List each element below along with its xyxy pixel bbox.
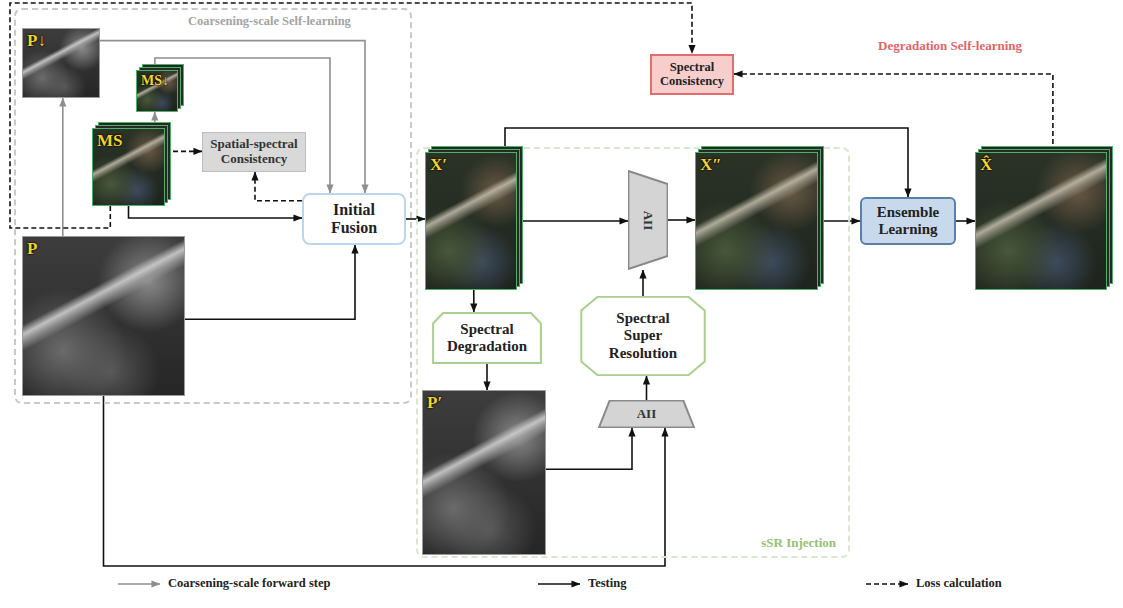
text-holder: Spectral Super Resolution	[596, 310, 690, 362]
legend-text: Testing	[588, 576, 626, 591]
image-panel: P′	[422, 390, 546, 555]
text-holder: Initial Fusion	[308, 201, 400, 238]
region-title: Coarsening-scale Self-learning	[188, 14, 351, 28]
connector	[734, 74, 1053, 152]
shape-fill	[433, 313, 541, 363]
image-stack: X̂	[975, 152, 1107, 290]
injection-trapezoid: AII	[628, 170, 668, 270]
connector	[818, 220, 860, 222]
process-shape: Spectral Super Resolution	[580, 296, 706, 376]
box-label: Spectral Super Resolution	[596, 310, 690, 362]
connector	[165, 151, 202, 153]
connector	[646, 376, 648, 400]
region-title: sSR Injection	[761, 536, 836, 551]
image-panel: P↓	[22, 28, 100, 98]
loss-box: Spatial-spectral Consistency	[202, 132, 306, 172]
image-label: P↓	[27, 31, 46, 51]
connector	[546, 428, 632, 469]
text-holder: MS	[97, 131, 123, 151]
box-label: Spatial-spectral Consistency	[208, 137, 300, 167]
text-holder: P′	[427, 393, 442, 413]
process-box: Initial Fusion	[302, 193, 406, 245]
image-label: P′	[427, 393, 442, 413]
connector	[486, 364, 488, 390]
connector	[642, 270, 644, 296]
image-label: X′	[430, 155, 447, 175]
text-holder: P↓	[27, 31, 46, 51]
box-label: Ensemble Learning	[866, 204, 950, 239]
box-label: AII	[641, 210, 656, 230]
text-holder: Coarsening-scale Self-learning	[188, 14, 351, 28]
loss-box: Spectral Consistency	[650, 54, 734, 95]
legend-sample-line	[118, 583, 160, 585]
image-stack: MS	[92, 128, 165, 206]
connector	[517, 220, 628, 222]
group-region: sSR Injection X′ AII X″ Spectral Degradation…	[416, 147, 850, 558]
text-holder: AII	[608, 407, 685, 422]
text-holder: X′	[430, 155, 447, 175]
image-panel: P	[22, 236, 185, 396]
shape-fill	[581, 297, 704, 375]
text-holder: Ensemble Learning	[866, 204, 950, 239]
text-holder: MS↓	[141, 73, 169, 89]
image-label: P	[27, 239, 37, 259]
legend-sample-line	[866, 583, 908, 585]
image-stack: X′	[425, 152, 517, 290]
connector	[255, 172, 302, 201]
connector	[473, 290, 475, 312]
image-stack: X″	[695, 152, 818, 290]
connector	[668, 219, 695, 221]
section-label: Degradation Self-learning	[878, 38, 1022, 54]
legend-text: Loss calculation	[916, 576, 1002, 591]
connector	[155, 58, 330, 193]
legend-sample-line	[538, 583, 580, 585]
box-label: AII	[608, 407, 685, 422]
text-holder: X″	[700, 155, 722, 175]
text-holder: Spectral Consistency	[656, 60, 728, 89]
group-region: Coarsening-scale Self-learningP↓ MS↓ MS Spa…	[14, 8, 412, 404]
process-shape: Spectral Degradation	[432, 312, 542, 364]
connector	[104, 396, 666, 566]
legend-text: Coarsening-scale forward step	[168, 576, 330, 591]
process-box: Ensemble Learning	[860, 197, 956, 245]
box-label: Spectral Consistency	[656, 60, 728, 89]
connector	[62, 98, 64, 236]
box-label: Initial Fusion	[308, 201, 400, 238]
connector	[956, 220, 975, 222]
text-holder: X̂	[980, 155, 992, 175]
text-holder: P	[27, 239, 37, 259]
shape-fill	[599, 401, 694, 428]
image-label: MS	[97, 131, 123, 151]
text-holder: Spatial-spectral Consistency	[208, 137, 300, 167]
text-holder: Spectral Degradation	[440, 321, 534, 356]
injection-trapezoid: AII	[598, 400, 695, 428]
shape-fill	[628, 171, 667, 269]
text-holder: AII	[641, 210, 656, 230]
connector	[129, 206, 303, 218]
image-stack: MS↓	[136, 70, 178, 112]
image-label: X̂	[980, 155, 992, 175]
image-label: X″	[700, 155, 722, 175]
text-holder: sSR Injection	[761, 536, 836, 551]
connector	[154, 112, 156, 128]
image-label: MS↓	[141, 73, 169, 89]
box-label: Spectral Degradation	[440, 321, 534, 356]
connector	[185, 245, 355, 319]
